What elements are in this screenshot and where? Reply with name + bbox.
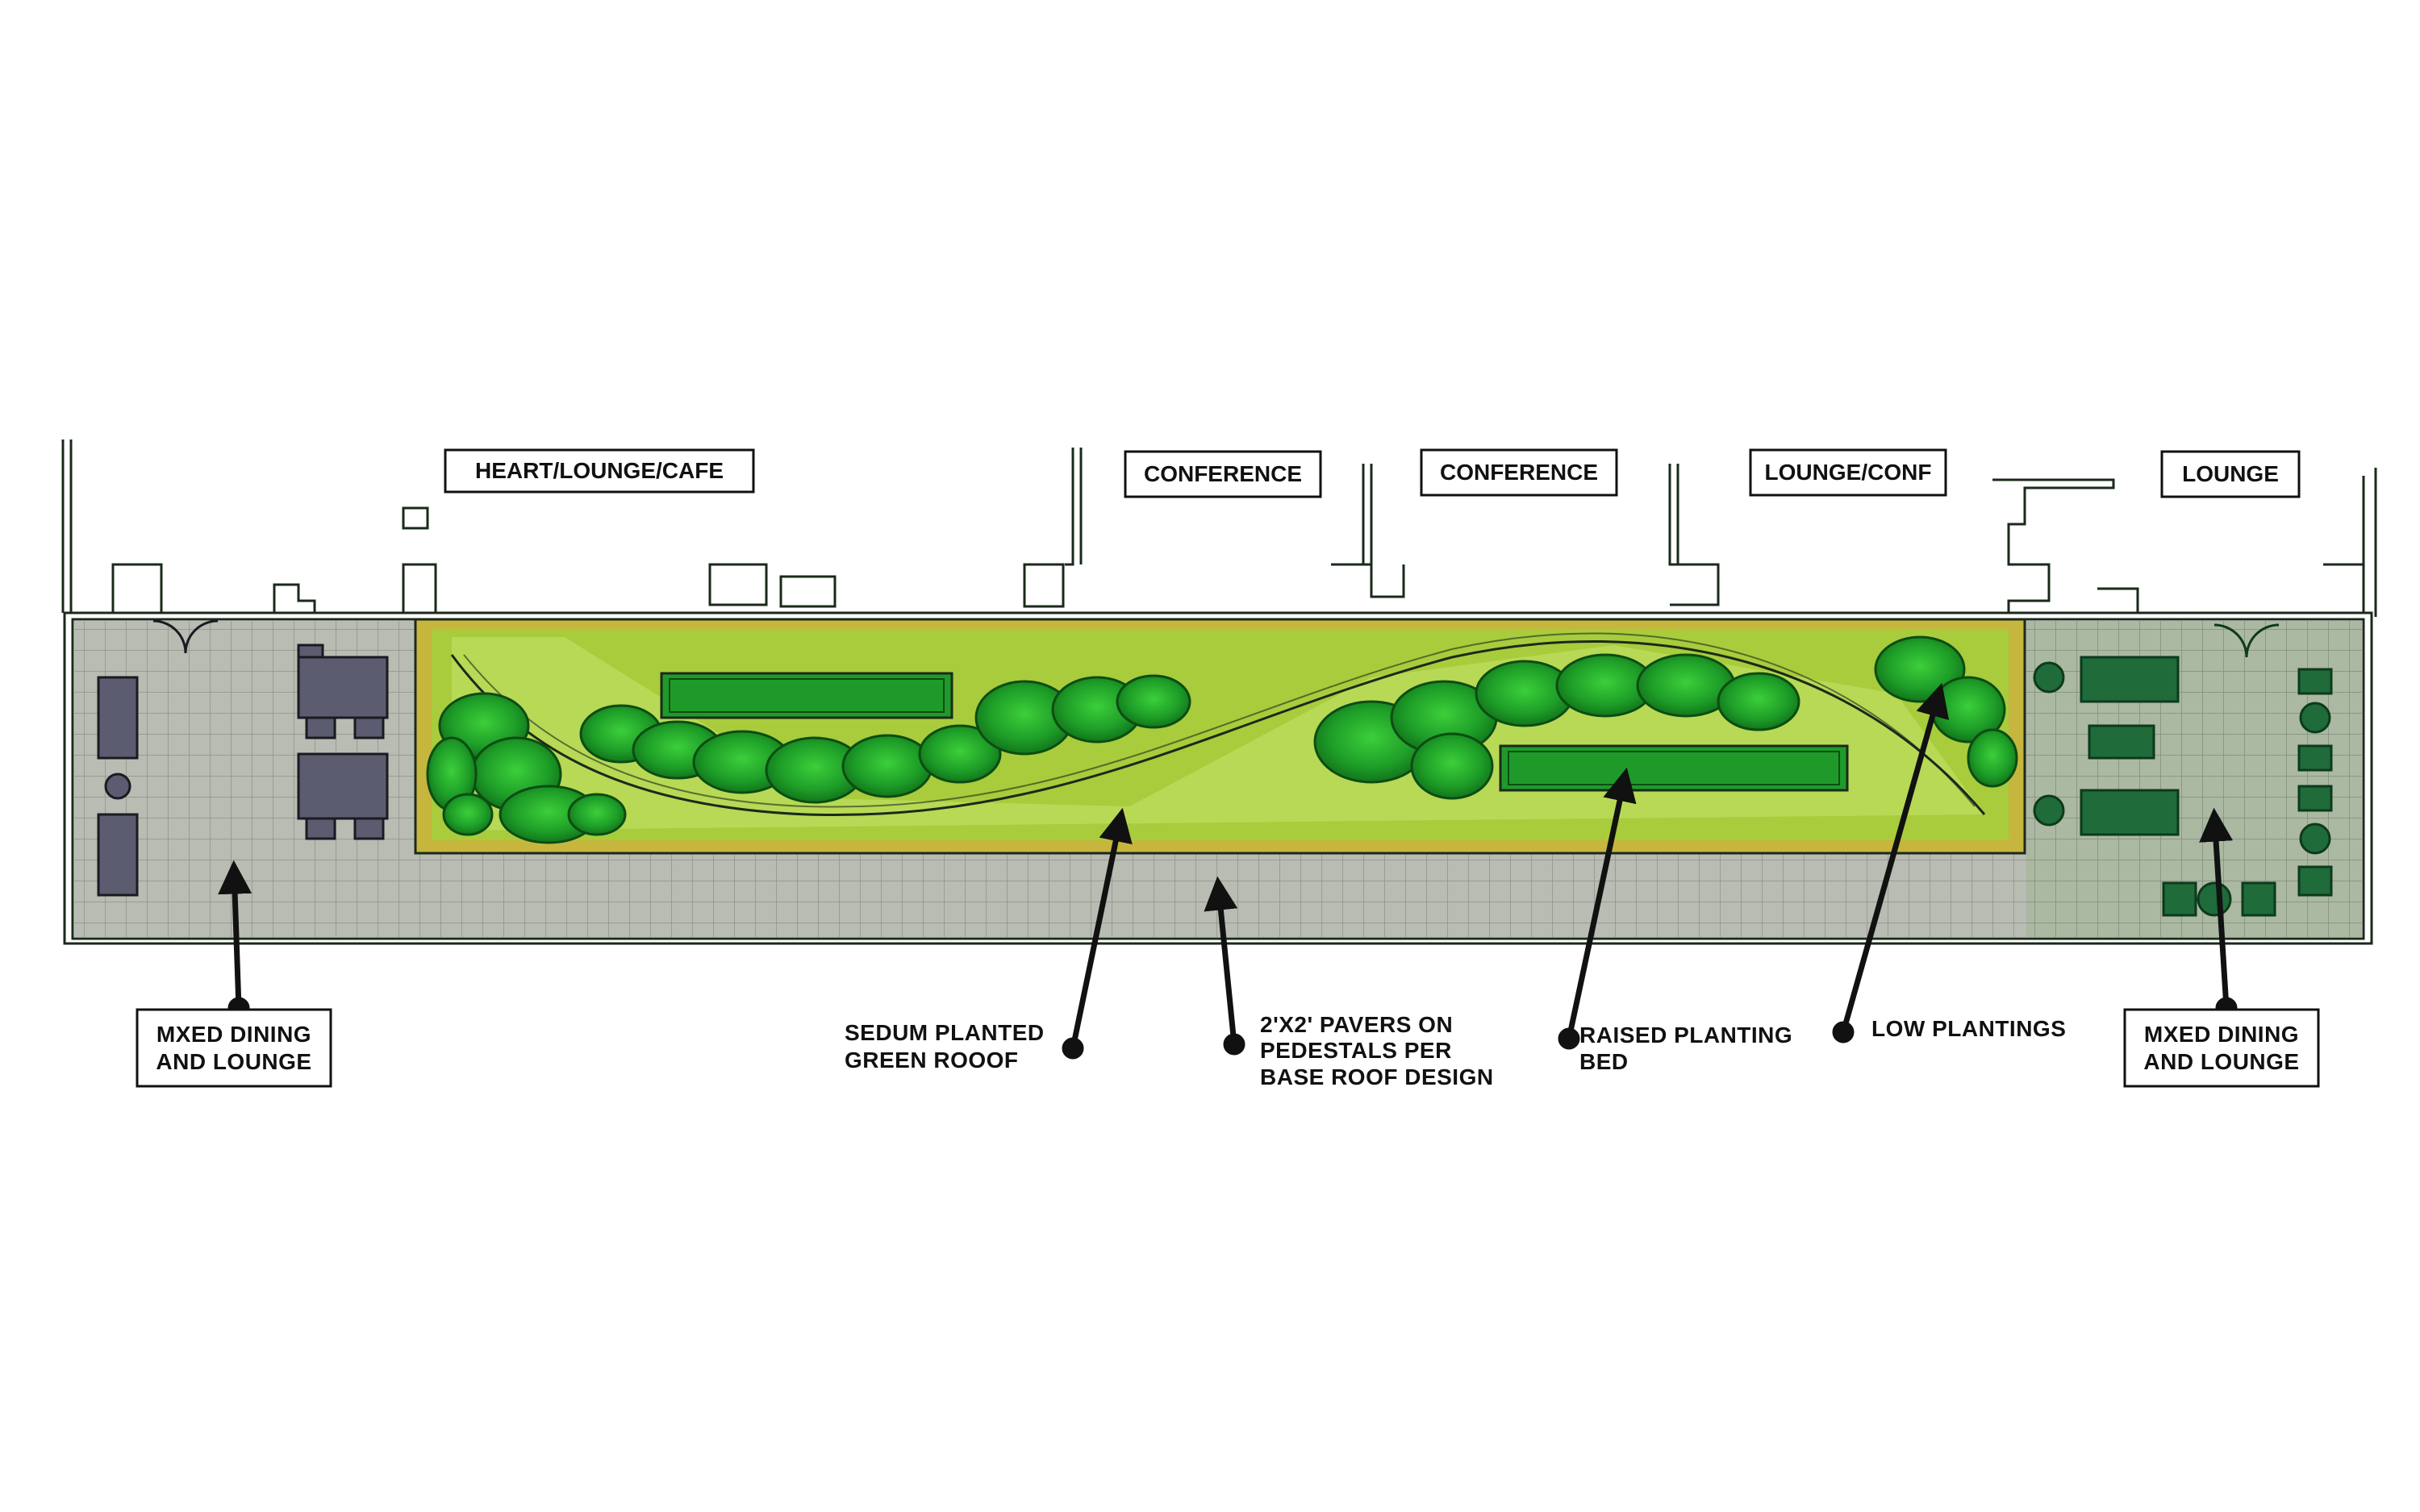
callout-raised: RAISED PLANTING BED	[1579, 1023, 1792, 1074]
svg-text:CONFERENCE: CONFERENCE	[1144, 461, 1302, 486]
svg-text:MXED DINING: MXED DINING	[156, 1022, 311, 1047]
curved-path	[450, 640, 1986, 817]
callout-sedum: SEDUM PLANTED GREEN ROOOF	[845, 1020, 1045, 1073]
callout-mixed-left: MXED DINING AND LOUNGE	[136, 1008, 332, 1088]
svg-text:LOUNGE/CONF: LOUNGE/CONF	[1765, 460, 1932, 485]
svg-text:GREEN ROOOF: GREEN ROOOF	[845, 1048, 1019, 1073]
callout-low-plantings: LOW PLANTINGS	[1871, 1016, 2066, 1041]
svg-text:RAISED PLANTING: RAISED PLANTING	[1579, 1023, 1792, 1048]
raised-planting-beds	[660, 672, 1849, 792]
svg-text:BED: BED	[1579, 1049, 1629, 1074]
svg-text:LOUNGE: LOUNGE	[2182, 461, 2279, 486]
room-label-lounge: LOUNGE	[2160, 450, 2301, 498]
callout-mixed-right: MXED DINING AND LOUNGE	[2123, 1008, 2320, 1088]
room-label-conference-2: CONFERENCE	[1420, 448, 1618, 497]
svg-text:SEDUM PLANTED: SEDUM PLANTED	[845, 1020, 1045, 1045]
svg-text:LOW PLANTINGS: LOW PLANTINGS	[1871, 1016, 2066, 1041]
svg-text:MXED DINING: MXED DINING	[2144, 1022, 2299, 1047]
room-label-heart: HEART/LOUNGE/CAFE	[444, 448, 755, 494]
svg-text:AND LOUNGE: AND LOUNGE	[2143, 1049, 2299, 1074]
callout-pavers: 2'X2' PAVERS ON PEDESTALS PER BASE ROOF …	[1260, 1012, 1494, 1089]
svg-text:AND LOUNGE: AND LOUNGE	[156, 1049, 311, 1074]
low-plantings	[426, 635, 2018, 844]
svg-text:HEART/LOUNGE/CAFE: HEART/LOUNGE/CAFE	[475, 458, 724, 483]
svg-text:2'X2' PAVERS ON: 2'X2' PAVERS ON	[1260, 1012, 1453, 1037]
right-dining-furniture	[2033, 623, 2333, 917]
left-dining-furniture	[97, 619, 389, 897]
building-outline	[61, 439, 2377, 617]
svg-text:CONFERENCE: CONFERENCE	[1440, 460, 1598, 485]
svg-text:PEDESTALS PER: PEDESTALS PER	[1260, 1038, 1452, 1063]
room-labels: HEART/LOUNGE/CAFE CONFERENCE CONFERENCE …	[444, 448, 2301, 498]
room-label-conference-1: CONFERENCE	[1124, 450, 1322, 498]
room-label-lounge-conf: LOUNGE/CONF	[1749, 448, 1947, 497]
svg-text:BASE ROOF DESIGN: BASE ROOF DESIGN	[1260, 1064, 1494, 1089]
